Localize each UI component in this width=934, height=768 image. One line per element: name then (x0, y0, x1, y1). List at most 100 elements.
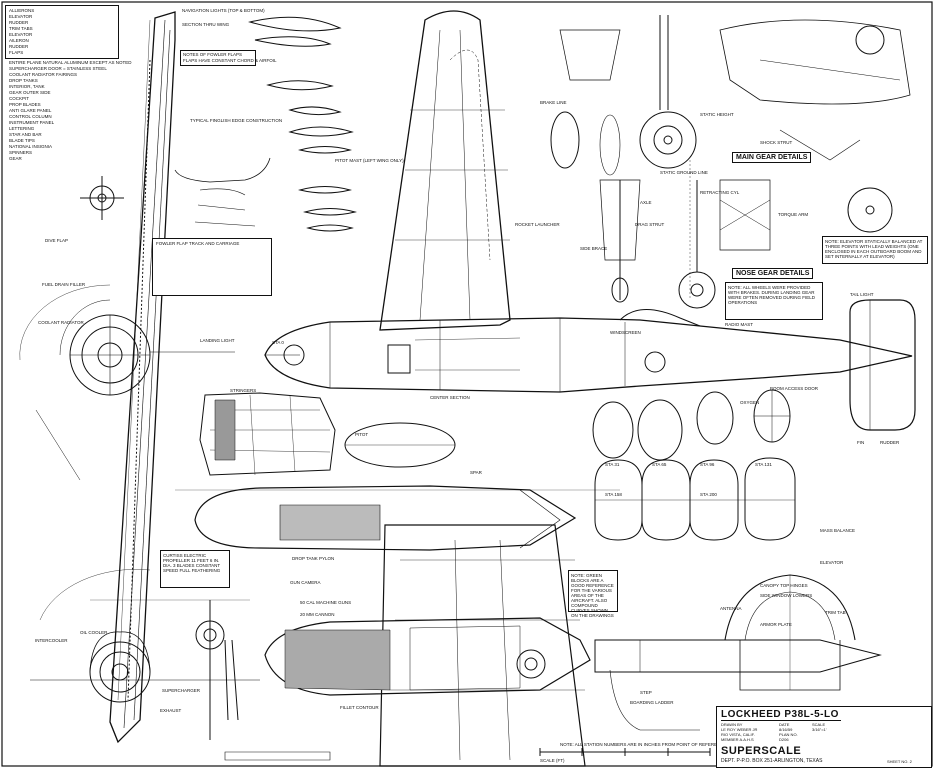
paint-note: ANTI GLARE PANEL (9, 108, 52, 113)
callout-fin: FIN (857, 440, 865, 445)
callout-boarding-ladder: BOARDING LADDER (630, 700, 674, 705)
paint-note: INTERIOR, TANK (9, 84, 45, 89)
callout-landing-light: LANDING LIGHT (200, 338, 235, 343)
nose-gear-header: NOSE GEAR DETAILS (732, 268, 814, 279)
scale-label-tb: SCALE (812, 722, 826, 727)
gear-label: AXLE (640, 200, 652, 205)
callout-canopy-hinges: CANOPY TOP HINGES (760, 583, 808, 588)
fuselage-side-view (264, 299, 916, 431)
flaps-header: NOTES OF FOWLER FLAPS (183, 52, 243, 57)
legend-item: RUDDER (9, 44, 29, 49)
scale-label: SCALE (FT) (540, 758, 565, 763)
callout-dive-flap: DIVE FLAP (45, 238, 69, 243)
fowler-flap-header: FOWLER FLAP TRACK AND CARRIAGE (156, 241, 240, 246)
paint-note: ENTIRE PLANE NATURAL ALUMINUM EXCEPT AS … (9, 60, 132, 65)
paint-note: COCKPIT (9, 96, 30, 101)
paint-note: LETTERING (9, 126, 35, 131)
fuselage-cross-sections (592, 389, 796, 541)
callout-radio-mast: RADIO MAST (725, 322, 754, 327)
callout-rocket-launcher: ROCKET LAUNCHER (515, 222, 560, 227)
gear-label: SHOCK STRUT (760, 140, 793, 145)
propeller-note-box: CURTISS ELECTRIC PROPELLER 11 FEET 6 IN.… (160, 550, 230, 588)
paint-note: INSTRUMENT PANEL (9, 120, 55, 125)
reference-note-text: NOTE: GREEN BLOCKS ARE A GOOD REFERENCE … (571, 573, 614, 618)
cockpit-cutaway (199, 392, 336, 476)
wing-lower-section (379, 524, 586, 767)
callout-intercooler: INTERCOOLER (35, 638, 68, 643)
callout-armor: ARMOR PLATE (760, 622, 792, 627)
station-label: STA 131 (755, 462, 772, 467)
propeller-note-text: CURTISS ELECTRIC PROPELLER 11 FEET 6 IN.… (163, 553, 221, 573)
date-label: DATE (779, 722, 790, 727)
callout-nose-guns: 50 CAL MACHINE GUNS (300, 600, 352, 605)
callout-cannon: 20 MM CANNON (300, 612, 335, 617)
station-label: STA 200 (700, 492, 717, 497)
reference-note-box: NOTE: GREEN BLOCKS ARE A GOOD REFERENCE … (568, 570, 618, 618)
callout-supercharger: SUPERCHARGER (162, 688, 201, 693)
publisher-address: DEPT. P-P.O. BOX 251-ARLINGTON, TEXAS (721, 758, 823, 764)
callout-fuel-drain: FUEL DRAIN FILLER (42, 282, 86, 287)
callout-oil-cooler: OIL COOLER (80, 630, 108, 635)
callout-section: SECTION THRU WING (182, 22, 230, 27)
paint-note: NATIONAL INSIGNIA (9, 144, 53, 149)
callout-windscreen: WINDSCREEN (610, 330, 641, 335)
gear-label: STATIC HEIGHT (700, 112, 734, 117)
gear-label: RETRACTING CYL (700, 190, 740, 195)
callout-wing-tip: NAVIGATION LIGHTS (TOP & BOTTOM) (182, 8, 265, 13)
plan-label: PLAN NO. (779, 732, 798, 737)
legend-item: ELEVATOR (9, 32, 33, 37)
publisher: SUPERSCALE (721, 745, 802, 757)
sheet-number: SHEET NO. 2 (887, 759, 912, 764)
legend-item: RUDDER (9, 20, 29, 25)
callout-center-section: CENTER SECTION (430, 395, 470, 400)
gear-label: BRAKE LINE (540, 100, 567, 105)
paint-note: SUPERCHARGER DOOR = STAINLESS STEEL (9, 66, 107, 71)
paint-note: GEAR OUTER SIDE (9, 90, 51, 95)
control-travel-legend: ALLIERONS ELEVATOR RUDDER TRIM TABS ELEV… (5, 5, 119, 59)
station-note: NOTE: ALL STATION NUMBERS ARE IN INCHES … (560, 742, 727, 747)
callout-boom-access: BOOM ACCESS DOOR (770, 386, 819, 391)
main-gear-header: MAIN GEAR DETAILS (732, 152, 812, 163)
callout-step: STEP (640, 690, 652, 695)
gear-label: TORQUE ARM (778, 212, 809, 217)
callout-rudder: RUDDER (880, 440, 900, 445)
legend-item: AILERON (9, 38, 29, 43)
paint-note: COOLANT RADIATOR FAIRINGS (9, 72, 78, 77)
paint-notes: ENTIRE PLANE NATURAL ALUMINUM EXCEPT AS … (5, 60, 131, 178)
elevator-balance-note: NOTE: ELEVATOR STATICALLY BALANCED AT TH… (822, 236, 928, 264)
callout-pitot: PITOT (355, 432, 369, 437)
gear-label: STATIC GROUND LINE (660, 170, 708, 175)
paint-note: PROP BLADES (9, 102, 41, 107)
paint-note: BLADE TIPS (9, 138, 35, 143)
date-value: 8/16/59 (779, 727, 793, 732)
scale-value: 3/16"=1' (812, 727, 827, 732)
callout-elevator: ELEVATOR (820, 560, 844, 565)
legend-item: ELEVATOR (9, 14, 33, 19)
callout-antenna: ANTENNA (720, 606, 742, 611)
station-label: STA 96 (700, 462, 715, 467)
callout-side-window: SIDE WINDOW LOWERS (760, 593, 813, 598)
callout-exhaust: EXHAUST (160, 708, 182, 713)
fowler-flap-box: FOWLER FLAP TRACK AND CARRIAGE (152, 238, 272, 296)
paint-note: CONTROL COLUMN (9, 114, 52, 119)
station-label: STA 158 (605, 492, 622, 497)
title-block: LOCKHEED P38L-5-LO DRAWN BY LE ROY WEBER… (716, 706, 932, 768)
gear-label: DRAG STRUT (635, 222, 665, 227)
drawn-by-label: DRAWN BY (721, 722, 743, 727)
paint-note: SPINNERS (9, 150, 33, 155)
callout-coolant: COOLANT RADIATOR (38, 320, 84, 325)
flaps-note-box: NOTES OF FOWLER FLAPS FLAPS HAVE CONSTAN… (180, 50, 277, 66)
callout-spar: SPAR (470, 470, 482, 475)
paint-note: DROP TANKS (9, 78, 38, 83)
lower-boom-side-view (264, 617, 882, 731)
callout-tail-light: TAIL LIGHT (850, 292, 874, 297)
nose-gear-detail (599, 179, 771, 309)
left-engine-front-lower (30, 569, 260, 703)
boom-side-view (194, 422, 577, 551)
left-wing-planform (109, 11, 176, 744)
location: RIO VISTA, CALIF. (721, 732, 755, 737)
callout-pitot-mast: PITOT MAST (LEFT WING ONLY) (335, 158, 404, 163)
elevator-balance-text: NOTE: ELEVATOR STATICALLY BALANCED AT TH… (825, 239, 923, 259)
callout-sta-0: STA 0 (272, 340, 284, 345)
